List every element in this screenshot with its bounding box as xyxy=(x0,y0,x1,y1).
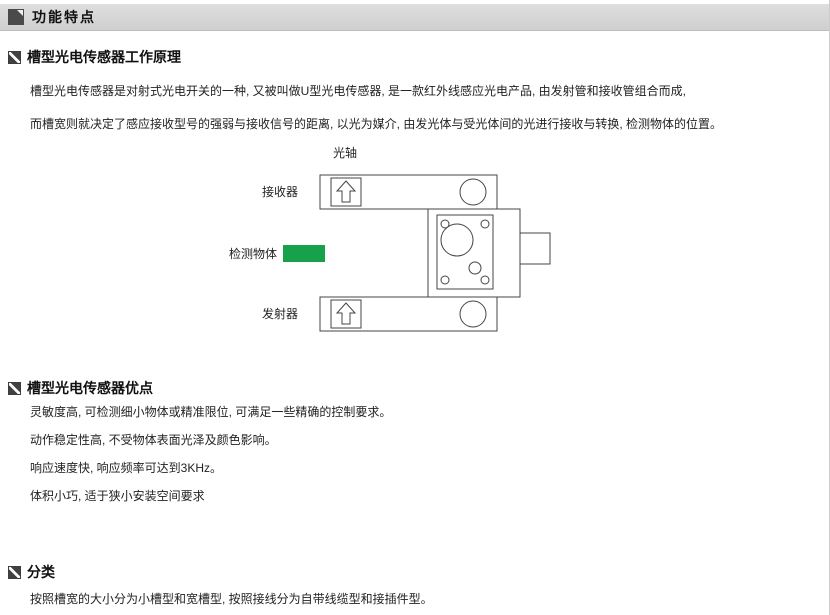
section-title-advantages: 槽型光电传感器优点 xyxy=(8,378,153,398)
faceplate-small-hole xyxy=(468,261,482,275)
section-title-principle-text: 槽型光电传感器工作原理 xyxy=(27,49,181,65)
advantage-item-3: 响应速度快, 响应频率可达到3KHz。 xyxy=(30,461,223,475)
header-bar: 功能特点 xyxy=(0,4,829,31)
classification-item-1: 按照槽宽的大小分为小槽型和宽槽型, 按照接线分为自带线缆型和接插件型。 xyxy=(30,592,433,606)
faceplate-screw-hole-br xyxy=(480,275,490,285)
receiver-mount-hole xyxy=(459,178,487,206)
receiver-label: 接收器 xyxy=(262,184,298,199)
emitter-label: 发射器 xyxy=(262,306,298,321)
detected-object xyxy=(283,245,325,262)
receiver-arrow-icon xyxy=(335,180,357,203)
sensor-diagram: 光轴 接收器 检测物体 发射器 xyxy=(229,145,551,332)
fold-corner-icon xyxy=(8,9,24,25)
page-title: 功能特点 xyxy=(32,9,96,25)
principle-paragraph-1: 槽型光电传感器是对射式光电开关的一种, 又被叫做U型光电传感器, 是一款红外线感… xyxy=(30,84,687,98)
section-title-classification: 分类 xyxy=(8,562,55,582)
faceplate-screw-hole-bl xyxy=(440,275,450,285)
section-title-principle: 槽型光电传感器工作原理 xyxy=(8,47,181,67)
principle-paragraph-2: 而槽宽则就决定了感应接收型号的强弱与接收信号的距离, 以光为媒介, 由发光体与受… xyxy=(30,117,723,131)
faceplate-screw-hole-tr xyxy=(480,219,490,229)
emitter-arrow-icon xyxy=(335,302,357,325)
diagonal-square-icon xyxy=(8,381,21,395)
detected-object-label: 检测物体 xyxy=(229,246,277,261)
section-title-classification-text: 分类 xyxy=(27,564,55,580)
section-title-advantages-text: 槽型光电传感器优点 xyxy=(27,380,153,396)
diagonal-square-icon xyxy=(8,565,21,579)
connector xyxy=(519,232,551,265)
advantage-item-4: 体积小巧, 适于狭小安装空间要求 xyxy=(30,489,205,503)
optical-axis-label: 光轴 xyxy=(333,145,357,160)
emitter-mount-hole xyxy=(459,300,487,328)
faceplate-large-hole xyxy=(440,223,474,257)
diagonal-square-icon xyxy=(8,50,21,64)
advantage-item-1: 灵敏度高, 可检测细小物体或精准限位, 可满足一些精确的控制要求。 xyxy=(30,405,392,419)
faceplate-screw-hole-tl xyxy=(440,219,450,229)
advantage-item-2: 动作稳定性高, 不受物体表面光泽及颜色影响。 xyxy=(30,433,277,447)
